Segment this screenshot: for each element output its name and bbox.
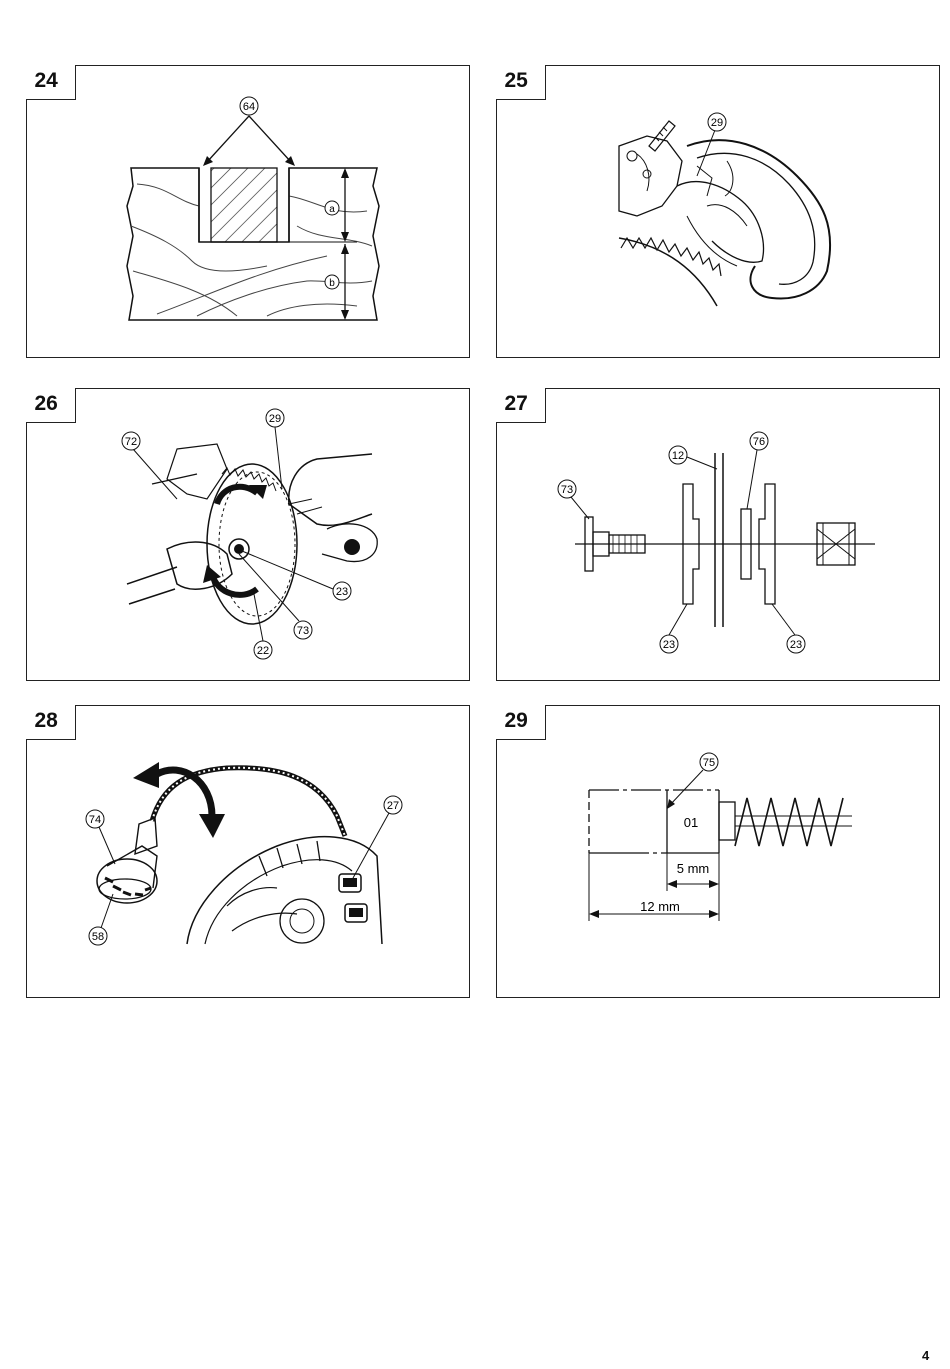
dimension-b-label: b — [329, 278, 335, 289]
label-72: 72 — [125, 436, 137, 448]
figure-number-tab: 24 — [25, 64, 76, 100]
figure-28-panel: 28 74 27 58 — [25, 704, 470, 998]
figure-number-tab: 26 — [25, 387, 76, 423]
label-75: 75 — [703, 757, 715, 769]
figure-number: 24 — [34, 68, 58, 92]
figure-number-tab: 27 — [495, 387, 546, 423]
label-12: 12 — [672, 450, 684, 462]
label-58: 58 — [92, 931, 104, 943]
page-number: 4 — [922, 1348, 930, 1363]
blade-guard-illustration: 29 — [618, 112, 832, 307]
figure-26-panel: 26 72 29 23 — [25, 387, 470, 681]
label-22: 22 — [257, 645, 269, 657]
blade-removal-illustration: 72 29 23 73 22 — [121, 408, 378, 660]
figure-29-panel: 29 01 75 5 mm 12 mm — [495, 704, 940, 998]
figure-number: 28 — [34, 708, 58, 732]
figure-number: 27 — [504, 391, 528, 415]
label-74: 74 — [89, 814, 101, 826]
figure-25-panel: 25 29 — [495, 64, 940, 358]
part-label: 29 — [711, 117, 723, 129]
figure-number: 25 — [504, 68, 528, 92]
figure-number-tab: 28 — [25, 704, 76, 740]
brush-code: 01 — [684, 815, 698, 830]
dimension-5mm: 5 mm — [677, 861, 710, 876]
figure-27-panel: 27 73 12 76 23 — [495, 387, 940, 681]
label-29: 29 — [269, 413, 281, 425]
figure-24-panel: 24 64 — [25, 64, 470, 358]
groove-cut-diagram: 64 a b — [126, 96, 380, 321]
work-light-illustration: 74 27 58 — [85, 762, 403, 946]
carbon-brush-wear-diagram: 01 75 5 mm 12 mm — [588, 752, 852, 921]
dimension-a-label: a — [329, 204, 335, 215]
figure-number-tab: 25 — [495, 64, 546, 100]
label-23-left: 23 — [663, 639, 675, 651]
figure-number: 26 — [34, 391, 58, 415]
part-label: 64 — [243, 101, 255, 113]
figure-number: 29 — [504, 708, 528, 732]
label-76: 76 — [753, 436, 765, 448]
figure-number-tab: 29 — [495, 704, 546, 740]
label-23: 23 — [336, 586, 348, 598]
label-27: 27 — [387, 800, 399, 812]
dimension-12mm: 12 mm — [640, 899, 680, 914]
label-73: 73 — [297, 625, 309, 637]
blade-assembly-exploded-diagram: 73 12 76 23 23 — [557, 431, 875, 654]
label-23-right: 23 — [790, 639, 802, 651]
label-73: 73 — [561, 484, 573, 496]
